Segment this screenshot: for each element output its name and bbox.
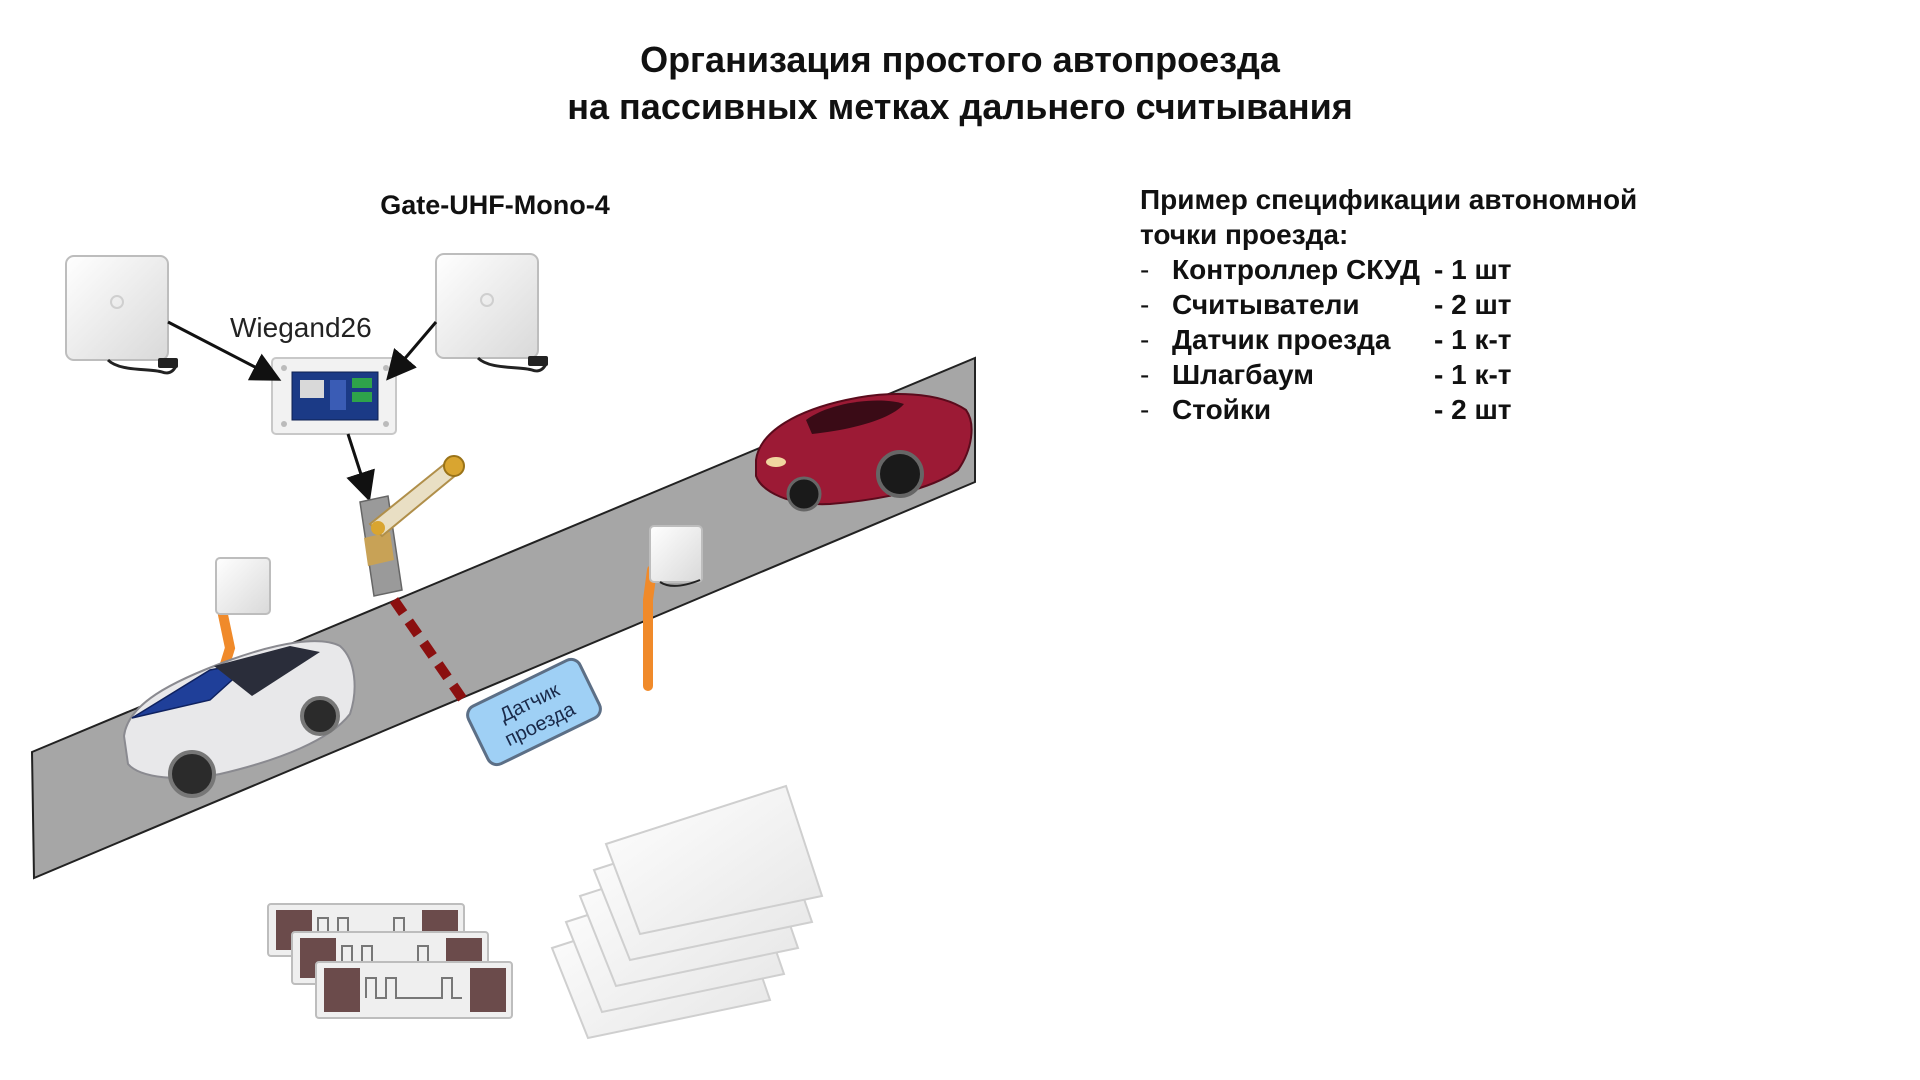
uhf-tags-stack xyxy=(267,903,513,1019)
stand-right xyxy=(643,525,703,691)
spec-dash: - xyxy=(1140,359,1150,390)
title-line-2: на пассивных метках дальнего считывания xyxy=(567,86,1353,127)
spec-item-qty: - 1 к-т xyxy=(1434,324,1512,355)
spec-item-qty: - 2 шт xyxy=(1434,394,1512,425)
vehicle-loop-line xyxy=(389,597,471,707)
spec-heading-line-2: точки проезда: xyxy=(1140,219,1349,250)
spec-dash: - xyxy=(1140,289,1150,320)
spec-heading-line-1: Пример спецификации автономной xyxy=(1140,184,1638,215)
spec-list: - Контроллер СКУД - 1 шт - Считыватели -… xyxy=(1140,252,1840,427)
spec-item-barrier: - Шлагбаум - 1 к-т xyxy=(1140,357,1840,392)
wiegand-label: Wiegand26 xyxy=(230,312,372,343)
arrow-left-reader-to-controller xyxy=(167,320,282,381)
spec-item-name: Стойки xyxy=(1172,394,1272,425)
silver-car xyxy=(122,640,356,798)
reader-antenna-right xyxy=(435,253,548,373)
spec-heading: Пример спецификации автономной точки про… xyxy=(1140,182,1840,252)
rfid-cards-stack xyxy=(550,784,824,1040)
spec-dash: - xyxy=(1140,324,1150,355)
rfid-card xyxy=(604,784,824,936)
page-title: Организация простого автопроезда на пасс… xyxy=(0,36,1920,130)
barrier-gate xyxy=(359,455,465,597)
spec-item-sensor: - Датчик проезда - 1 к-т xyxy=(1140,322,1840,357)
arrow-controller-to-barrier xyxy=(346,433,375,502)
spec-item-qty: - 2 шт xyxy=(1434,289,1512,320)
spec-item-readers: - Считыватели - 2 шт xyxy=(1140,287,1840,322)
spec-item-qty: - 1 шт xyxy=(1434,254,1512,285)
arrow-right-reader-to-controller xyxy=(386,321,438,381)
red-sports-car xyxy=(755,393,973,512)
uhf-tag xyxy=(315,961,513,1019)
spec-dash: - xyxy=(1140,254,1150,285)
spec-item-name: Шлагбаум xyxy=(1172,359,1314,390)
spec-item-qty: - 1 к-т xyxy=(1434,359,1512,390)
spec-item-controller: - Контроллер СКУД - 1 шт xyxy=(1140,252,1840,287)
spec-dash: - xyxy=(1140,394,1150,425)
spec-item-name: Считыватели xyxy=(1172,289,1360,320)
spec-item-name: Датчик проезда xyxy=(1172,324,1391,355)
spec-item-name: Контроллер СКУД xyxy=(1172,254,1420,285)
reader-antenna-left xyxy=(65,255,178,375)
access-controller xyxy=(271,357,397,435)
title-line-1: Организация простого автопроезда xyxy=(640,39,1280,80)
spec-item-stands: - Стойки - 2 шт xyxy=(1140,392,1840,427)
specification-block: Пример спецификации автономной точки про… xyxy=(1140,182,1840,427)
device-model-label: Gate-UHF-Mono-4 xyxy=(380,190,610,220)
